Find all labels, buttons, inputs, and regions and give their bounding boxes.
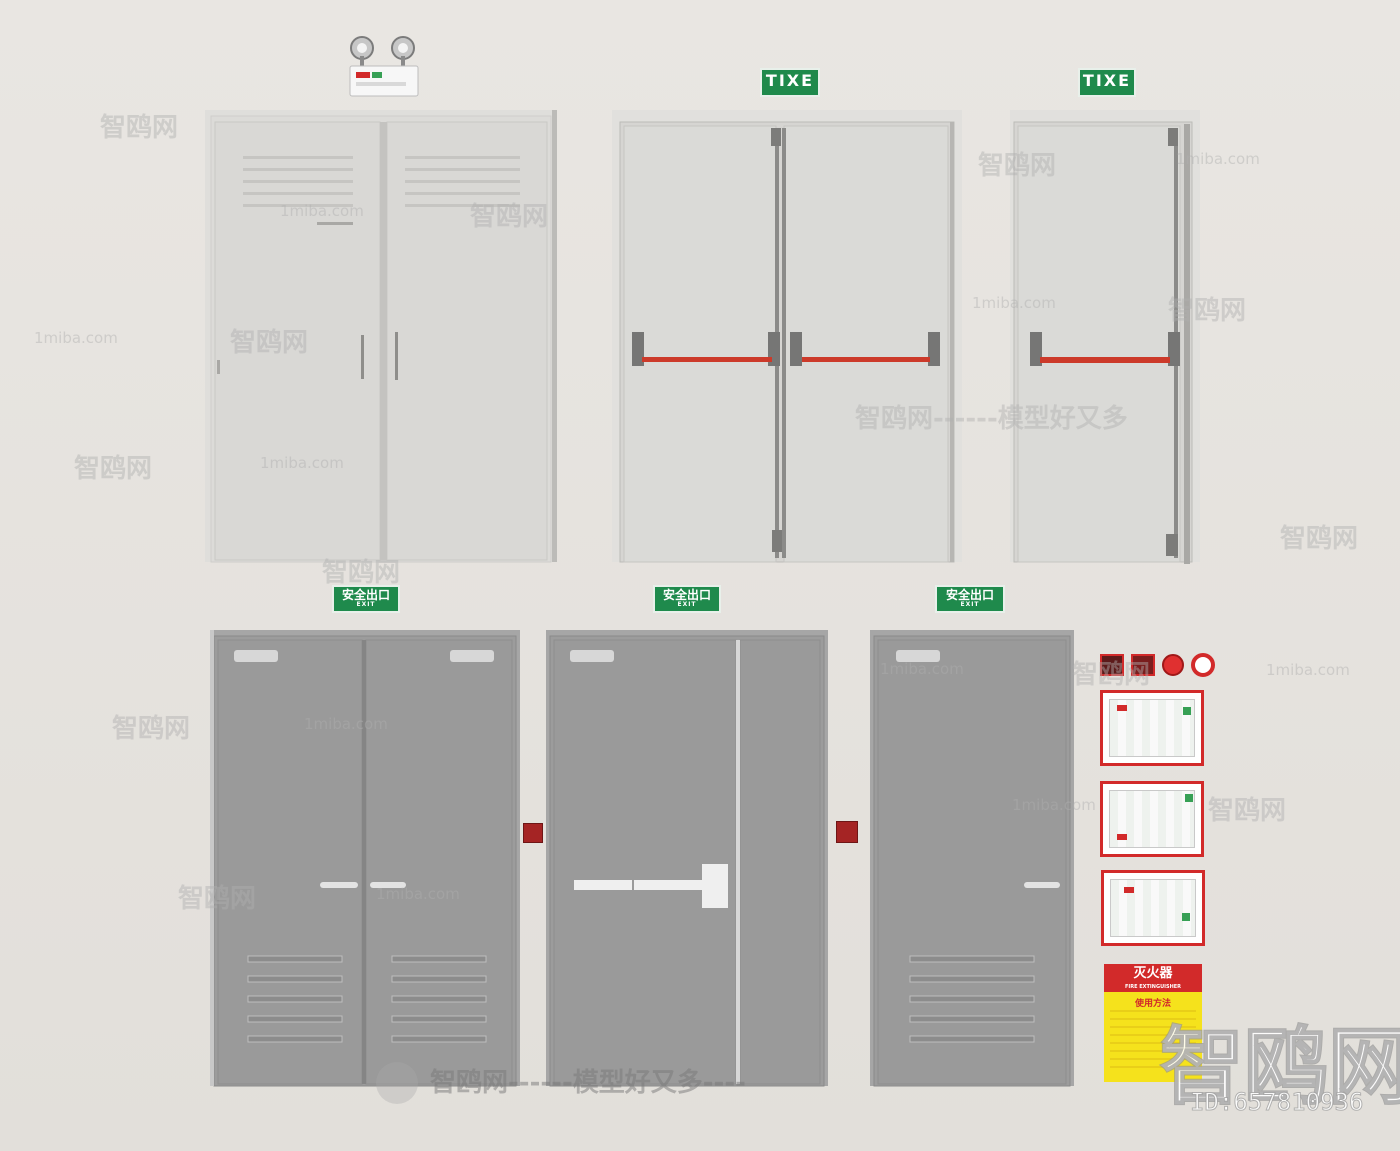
fire-extinguisher-instructions	[1110, 1010, 1196, 1074]
white-single-door-panic-bar	[1010, 110, 1200, 564]
watermark-brand: 智鸥网	[470, 202, 549, 232]
emergency-exit-sign-center: 安全出口 EXIT	[653, 585, 721, 613]
watermark-url: 1miba.com	[1176, 150, 1260, 168]
watermark-url: 1miba.com	[260, 454, 344, 472]
emergency-exit-sign-en: EXIT	[356, 601, 376, 608]
fire-extinguisher-sign-header: 灭火器 FIRE EXTINGUISHER	[1104, 964, 1202, 992]
emergency-light-icon	[349, 36, 419, 97]
fire-alarm-button-right	[836, 821, 858, 843]
watermark-bottom-slogan: 智鸥网------模型好又多----	[430, 1068, 746, 1098]
watermark-url: 1miba.com	[376, 885, 460, 903]
watermark-logo-icon	[376, 1062, 418, 1104]
grey-double-fire-door	[210, 630, 520, 1087]
fire-extinguisher-usage: 使用方法	[1134, 999, 1171, 1009]
watermark-brand: 智鸥网	[112, 714, 191, 744]
watermark-brand: 智鸥网	[178, 884, 257, 914]
exit-sign-top-center: TIXE	[760, 68, 820, 97]
watermark-big-brand: 智鸥网	[1159, 1017, 1400, 1117]
emergency-exit-sign-cn: 安全出口	[662, 588, 711, 602]
watermark-brand: 智鸥网	[1208, 796, 1287, 826]
watermark-brand: 智鸥网	[322, 558, 401, 588]
watermark-brand: 智鸥网	[1168, 296, 1247, 326]
fire-bell-icon	[1162, 654, 1184, 676]
evacuation-plan-board-1	[1100, 690, 1204, 766]
manual-call-point-icon	[1131, 654, 1155, 676]
watermark-url: 1miba.com	[1266, 661, 1350, 679]
watermark-slogan: 智鸥网------模型好又多	[855, 404, 1128, 434]
watermark-brand: 智鸥网	[230, 328, 309, 358]
watermark-url: 1miba.com	[1012, 796, 1096, 814]
watermark-brand: 智鸥网	[978, 151, 1057, 181]
watermark-url: 1miba.com	[34, 329, 118, 347]
fire-extinguisher-title: 灭火器	[1133, 966, 1173, 981]
white-louvred-double-door	[205, 110, 557, 563]
watermark-url: 1miba.com	[880, 660, 964, 678]
smoke-detector-icon	[1191, 653, 1215, 677]
evacuation-plan-board-2	[1100, 781, 1204, 857]
emergency-exit-sign-right: 安全出口 EXIT	[935, 585, 1005, 613]
grey-fire-door-push-bar	[546, 630, 828, 1087]
fire-alarm-button-left	[523, 823, 543, 843]
emergency-exit-sign-cn: 安全出口	[341, 588, 390, 602]
watermark-url: 1miba.com	[280, 202, 364, 220]
watermark-brand: 智鸥网	[100, 113, 179, 143]
white-double-door-panic-bars	[612, 110, 962, 563]
evacuation-plan-board-3	[1101, 870, 1205, 946]
watermark-id: ID:657810936	[1189, 1088, 1364, 1117]
emergency-exit-sign-left: 安全出口 EXIT	[332, 585, 400, 613]
watermark-brand: 智鸥网	[74, 454, 153, 484]
watermark-url: 1miba.com	[972, 294, 1056, 312]
watermark-brand: 智鸥网	[1072, 660, 1151, 690]
fire-extinguisher-subtitle: FIRE EXTINGUISHER	[1124, 984, 1182, 990]
watermark-brand: 智鸥网	[1280, 524, 1359, 554]
fire-alarm-panel-icon	[1100, 654, 1124, 676]
fire-extinguisher-sign: 灭火器 FIRE EXTINGUISHER 使用方法	[1104, 964, 1202, 1082]
emergency-exit-sign-en: EXIT	[960, 601, 980, 608]
grey-single-fire-door	[870, 630, 1074, 1087]
emergency-exit-sign-cn: 安全出口	[945, 588, 994, 602]
emergency-exit-sign-en: EXIT	[677, 601, 697, 608]
watermark-url: 1miba.com	[304, 715, 388, 733]
exit-sign-top-right: TIXE	[1078, 68, 1136, 97]
